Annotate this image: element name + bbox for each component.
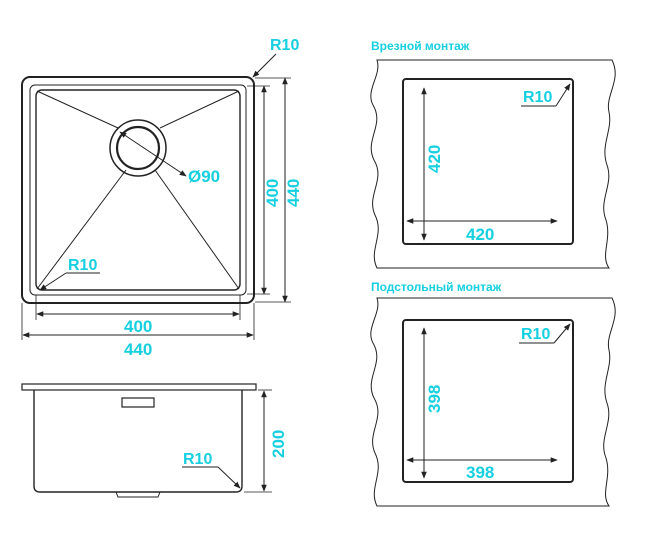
side-bowl: [33, 390, 243, 493]
outer-depth-label: 440: [284, 179, 303, 207]
cutout-hole: [402, 78, 574, 245]
sink-bowl: [35, 89, 241, 291]
top-view: Ø90 R10 R10 400 440 400 440: [21, 37, 303, 359]
under-mount-title: Подстольный монтаж: [371, 280, 502, 294]
drain-inner: [115, 125, 161, 171]
outer-width-label: 440: [124, 340, 152, 359]
top-mount-height-label: 420: [425, 145, 444, 173]
cutout-under-mount: Подстольный монтаж 398 398 R10: [370, 280, 616, 507]
sink-inner-rim: [29, 84, 247, 296]
under-mount-radius-label: R10: [521, 326, 550, 343]
drain-outer: [109, 119, 167, 177]
inner-radius-label: R10: [68, 257, 97, 274]
under-mount-width-label: 398: [466, 463, 494, 482]
cutout-hole-2: [402, 319, 574, 483]
overflow-slot: [121, 397, 155, 408]
drain-diameter-label: Ø90: [188, 167, 220, 186]
top-mount-width-label: 420: [466, 225, 494, 244]
inner-width-label: 400: [124, 317, 152, 336]
side-view: 200 R10: [21, 383, 288, 498]
countertop-outline: [370, 59, 616, 269]
outer-radius-label: R10: [270, 37, 299, 54]
side-radius-label: R10: [183, 451, 212, 468]
top-mount-title: Врезной монтаж: [371, 39, 470, 53]
under-mount-height-label: 398: [425, 385, 444, 413]
sink-outer-rim: [21, 76, 255, 304]
height-label: 200: [269, 430, 288, 458]
top-mount-radius-label: R10: [523, 89, 552, 106]
inner-depth-label: 400: [263, 179, 282, 207]
countertop-outline-2: [370, 297, 616, 507]
cutout-top-mount: Врезной монтаж 420 420 R10: [370, 39, 616, 269]
